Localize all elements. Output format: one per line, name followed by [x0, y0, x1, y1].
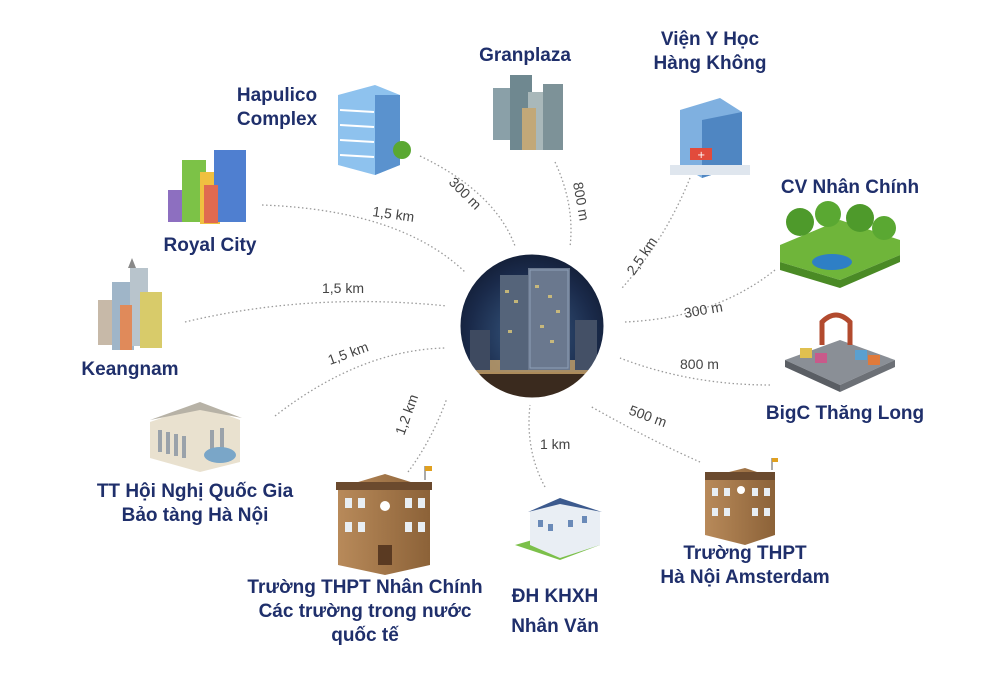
- route-lines: [184, 155, 776, 488]
- route-granplaza: [554, 161, 572, 248]
- distance-hapulico: 300 m: [446, 174, 485, 213]
- distance-cv-nhan-chinh: 300 m: [683, 298, 724, 321]
- school-icon-nhan-chinh: [336, 466, 432, 575]
- convention-center-icon: [150, 402, 242, 472]
- central-project-image: [457, 251, 607, 401]
- granplaza-building-icon: [493, 75, 563, 150]
- distance-royal-city: 1,5 km: [372, 203, 416, 225]
- label-keangnam: Keangnam: [81, 359, 179, 380]
- distance-thpt-amsterdam: 500 m: [627, 402, 669, 430]
- hapulico-building-icon: [338, 85, 411, 175]
- label-bigc: BigC Thăng Long: [765, 403, 925, 424]
- market-icon: [785, 312, 895, 392]
- school-icon-amsterdam: [705, 458, 778, 545]
- label-hoi-nghi: TT Hội Nghị Quốc Gia Bảo tàng Hà Nội: [96, 481, 294, 526]
- distance-thpt-nhan-chinh: 1,2 km: [392, 392, 421, 437]
- park-icon: [780, 201, 900, 288]
- distance-hoi-nghi: 1,5 km: [326, 338, 371, 367]
- route-keangnam: [184, 300, 448, 323]
- label-thpt-nhan-chinh: Trường THPT Nhân Chính Các trường trong …: [247, 577, 483, 646]
- route-dh-khxh: [528, 404, 546, 488]
- svg-text:+: +: [697, 150, 705, 161]
- hospital-icon: +: [670, 98, 750, 178]
- distance-dh-khxh: 1 km: [540, 436, 570, 452]
- route-thpt-amsterdam: [589, 405, 701, 463]
- route-hapulico: [419, 155, 516, 247]
- distance-bigc: 800 m: [680, 356, 719, 372]
- route-royal-city: [261, 204, 466, 273]
- royal-city-building-icon: [168, 150, 246, 224]
- route-hoi-nghi: [274, 347, 446, 417]
- keangnam-building-icon: [98, 258, 162, 350]
- label-cv-nhan-chinh: CV Nhân Chính: [780, 177, 920, 198]
- label-granplaza: Granplaza: [479, 45, 571, 66]
- route-thpt-nhan-chinh: [407, 397, 448, 473]
- university-icon: [515, 498, 602, 560]
- route-cv-nhan-chinh: [624, 269, 776, 323]
- label-dh-khxh: ĐH KHXH Nhân Văn: [511, 586, 599, 637]
- label-thpt-amsterdam: Trường THPT Hà Nội Amsterdam: [660, 543, 830, 588]
- label-royal-city: Royal City: [163, 235, 257, 256]
- label-hapulico: Hapulico Complex: [236, 85, 318, 130]
- label-vien-y-hoc: Viện Y Học Hàng Không: [653, 29, 767, 74]
- distance-vien-y-hoc: 2,5 km: [623, 234, 660, 278]
- distance-keangnam: 1,5 km: [322, 280, 364, 296]
- distance-granplaza: 800 m: [570, 181, 593, 222]
